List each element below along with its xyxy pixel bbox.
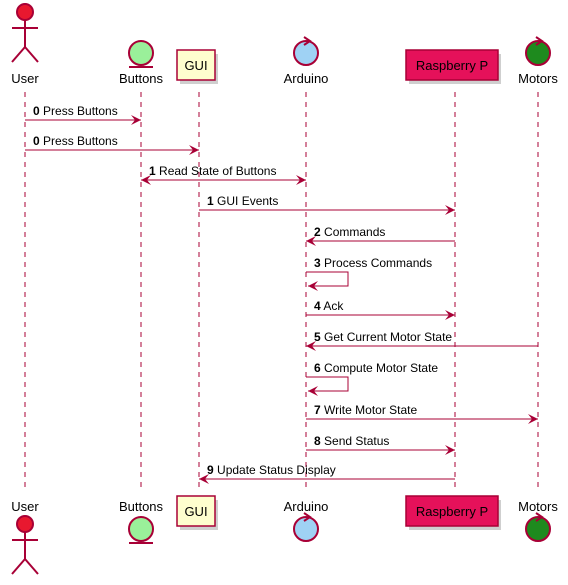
- message-label: 0 Press Buttons: [33, 134, 118, 148]
- message-text: Press Buttons: [43, 104, 118, 118]
- message-11: 9 Update Status Display: [199, 463, 455, 484]
- message-number: 8: [314, 434, 321, 448]
- message-text: Get Current Motor State: [324, 330, 452, 344]
- message-text: Process Commands: [324, 256, 432, 270]
- message-7: 5 Get Current Motor State: [306, 330, 538, 351]
- participant-label: Arduino: [284, 499, 329, 514]
- message-number: 4: [314, 299, 321, 313]
- actor-icon: [11, 515, 39, 575]
- message-number: 1: [149, 164, 156, 178]
- message-label: 2 Commands: [314, 225, 385, 239]
- message-label: 6 Compute Motor State: [314, 361, 438, 375]
- message-number: 7: [314, 403, 321, 417]
- participant-arduino-bottom: Arduino: [284, 499, 329, 542]
- participant-buttons-bottom: Buttons: [119, 499, 164, 544]
- participant-user-top: User: [11, 3, 39, 86]
- message-text: Compute Motor State: [324, 361, 438, 375]
- message-label: 0 Press Buttons: [33, 104, 118, 118]
- message-5: 3 Process Commands: [306, 256, 432, 291]
- participant-label: Buttons: [119, 71, 164, 86]
- message-text: Update Status Display: [217, 463, 336, 477]
- participant-arduino-top: Arduino: [284, 36, 329, 86]
- participant-label: Arduino: [284, 71, 329, 86]
- participant-label: GUI: [184, 58, 207, 73]
- participant-motors-bottom: Motors: [518, 499, 558, 542]
- participant-buttons-top: Buttons: [119, 40, 164, 86]
- message-label: 1 GUI Events: [207, 194, 278, 208]
- participant-label: GUI: [184, 504, 207, 519]
- message-text: Send Status: [324, 434, 389, 448]
- message-3: 1 GUI Events: [199, 194, 455, 215]
- actor-icon: [11, 3, 39, 63]
- message-arrow: [306, 376, 349, 396]
- message-text: Write Motor State: [324, 403, 417, 417]
- message-label: 3 Process Commands: [314, 256, 432, 270]
- participant-label: Buttons: [119, 499, 164, 514]
- participant-box: [405, 495, 499, 527]
- message-number: 5: [314, 330, 321, 344]
- message-10: 8 Send Status: [306, 434, 455, 455]
- message-text: Commands: [324, 225, 385, 239]
- message-label: 7 Write Motor State: [314, 403, 417, 417]
- control-icon: [525, 512, 551, 542]
- message-arrow: [306, 271, 349, 291]
- entity-icon: [128, 40, 154, 68]
- message-number: 0: [33, 134, 40, 148]
- message-number: 3: [314, 256, 321, 270]
- message-number: 1: [207, 194, 214, 208]
- participant-motors-top: Motors: [518, 36, 558, 86]
- participant-box: [176, 49, 216, 81]
- message-6: 4 Ack: [306, 299, 455, 320]
- participant-box: [176, 495, 216, 527]
- message-8: 6 Compute Motor State: [306, 361, 438, 396]
- participant-label: Raspberry P: [416, 58, 488, 73]
- message-1: 0 Press Buttons: [25, 134, 199, 155]
- participant-box: [405, 49, 499, 81]
- participant-label: Motors: [518, 71, 558, 86]
- message-number: 9: [207, 463, 214, 477]
- control-icon: [293, 36, 319, 66]
- message-label: 4 Ack: [314, 299, 344, 313]
- message-0: 0 Press Buttons: [25, 104, 141, 125]
- message-number: 6: [314, 361, 321, 375]
- participant-user-bottom: User: [11, 499, 39, 575]
- entity-icon: [128, 516, 154, 544]
- participant-gui-bottom: GUI: [176, 495, 218, 530]
- message-text: GUI Events: [217, 194, 278, 208]
- message-label: 1 Read State of Buttons: [149, 164, 276, 178]
- message-text: Read State of Buttons: [159, 164, 276, 178]
- message-4: 2 Commands: [306, 225, 455, 246]
- message-label: 8 Send Status: [314, 434, 389, 448]
- participant-label: Motors: [518, 499, 558, 514]
- message-text: Press Buttons: [43, 134, 118, 148]
- control-icon: [293, 512, 319, 542]
- message-text: Ack: [323, 299, 344, 313]
- participant-label: User: [11, 499, 39, 514]
- participant-pi-bottom: Raspberry P: [405, 495, 501, 530]
- participant-pi-top: Raspberry P: [405, 49, 501, 84]
- participant-gui-top: GUI: [176, 49, 218, 84]
- message-label: 5 Get Current Motor State: [314, 330, 452, 344]
- message-9: 7 Write Motor State: [306, 403, 538, 424]
- participant-label: Raspberry P: [416, 504, 488, 519]
- participant-label: User: [11, 71, 39, 86]
- message-number: 0: [33, 104, 40, 118]
- message-label: 9 Update Status Display: [207, 463, 336, 477]
- control-icon: [525, 36, 551, 66]
- message-number: 2: [314, 225, 321, 239]
- message-2: 1 Read State of Buttons: [141, 164, 306, 185]
